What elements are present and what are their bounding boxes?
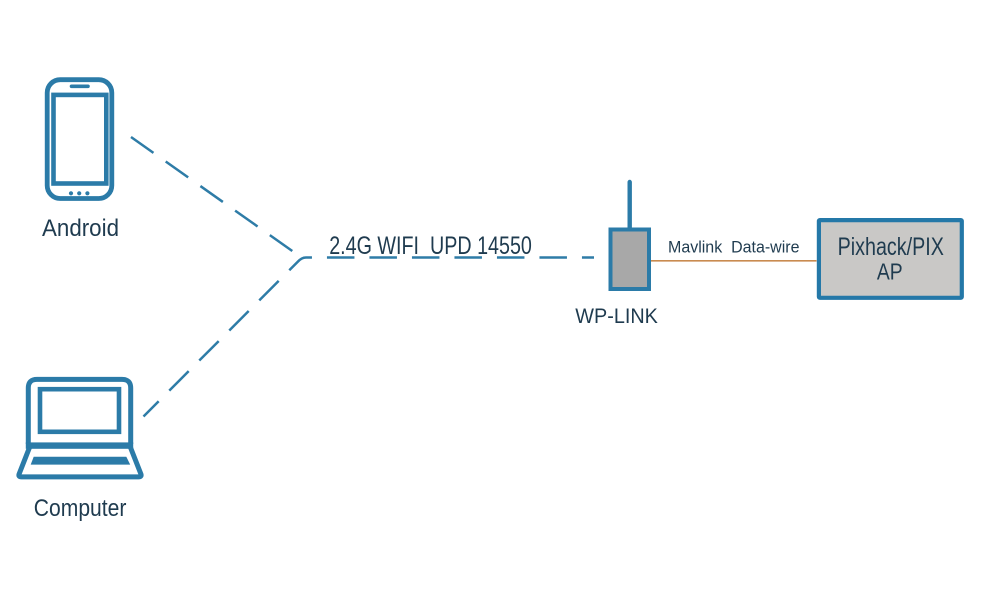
- svg-text:Computer: Computer: [34, 495, 127, 522]
- svg-text:Pixhack/PIX: Pixhack/PIX: [838, 233, 945, 261]
- svg-text:WP-LINK: WP-LINK: [575, 304, 658, 328]
- svg-text:Android: Android: [42, 215, 119, 242]
- svg-text:Mavlink Data-wire: Mavlink Data-wire: [668, 238, 800, 257]
- svg-text:2.4G WIFI UPD 14550: 2.4G WIFI UPD 14550: [329, 232, 532, 260]
- svg-text:AP: AP: [877, 259, 903, 285]
